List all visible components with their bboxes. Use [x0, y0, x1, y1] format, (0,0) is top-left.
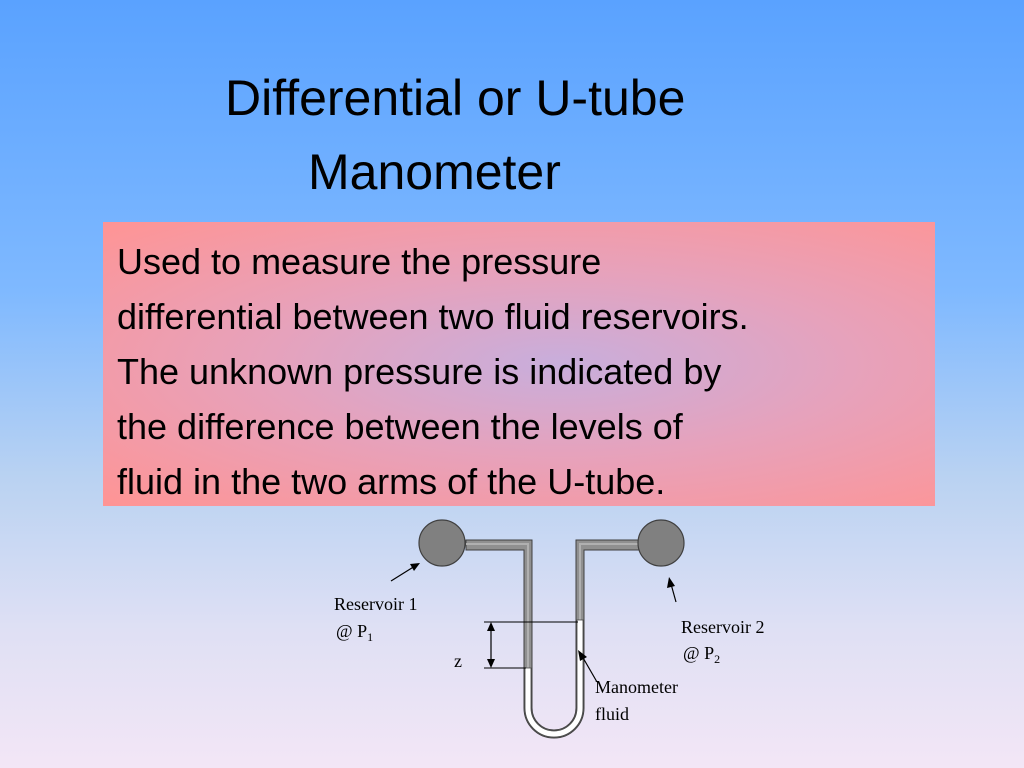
description-line-5: fluid in the two arms of the U-tube. — [117, 461, 666, 502]
fluid-pointer — [581, 655, 598, 683]
description-box: Used to measure the pressure differentia… — [103, 222, 935, 506]
reservoir-1-label: Reservoir 1 — [334, 594, 417, 614]
reservoir-2-pressure-prefix: @ P — [683, 643, 714, 663]
reservoir-2-pointer — [670, 583, 677, 603]
reservoir-2-label: Reservoir 2 — [681, 617, 764, 637]
title-line-1: Differential or U-tube — [225, 70, 686, 126]
fluid-label-line-2: fluid — [595, 704, 629, 724]
fluid-arrowhead — [578, 650, 587, 661]
u-tube — [465, 539, 641, 739]
title-line-2: Manometer — [308, 144, 561, 200]
reservoir-1-arrowhead — [410, 563, 420, 571]
reservoir-1-pressure-prefix: @ P — [336, 621, 367, 641]
description-line-3: The unknown pressure is indicated by — [117, 351, 722, 392]
z-arrowhead-down — [487, 659, 495, 668]
z-arrowhead-up — [487, 622, 495, 631]
reservoir-1 — [418, 519, 466, 567]
reservoir-2-pressure-subscript: 2 — [714, 652, 720, 666]
description-line-1: Used to measure the pressure — [117, 241, 602, 282]
manometer-fluid — [524, 619, 584, 738]
reservoir-1-pressure-subscript: 1 — [367, 630, 373, 644]
fluid-label-line-1: Manometer — [595, 677, 678, 697]
description-line-2: differential between two fluid reservoir… — [117, 296, 749, 337]
description-line-4: the difference between the levels of — [117, 406, 683, 447]
reservoir-1-pressure-label: @ P1 — [336, 621, 373, 644]
reservoir-1-pointer — [390, 565, 416, 582]
z-label: z — [454, 651, 462, 671]
reservoir-2 — [637, 519, 685, 567]
reservoir-2-arrowhead — [667, 577, 675, 588]
reservoir-2-pressure-label: @ P2 — [683, 643, 720, 666]
